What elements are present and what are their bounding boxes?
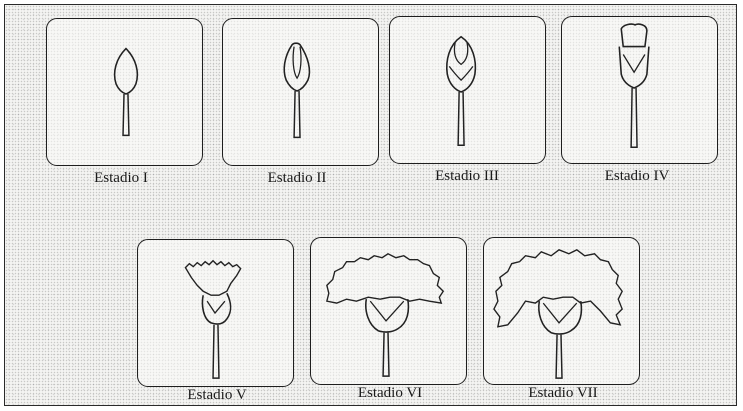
stage-4-panel bbox=[561, 16, 718, 164]
stage-3-bud-drawing bbox=[390, 17, 545, 163]
stage-7-label: Estadio VII bbox=[528, 385, 597, 402]
stage-2-bud-drawing bbox=[223, 19, 378, 165]
stage-4-label: Estadio IV bbox=[605, 168, 670, 185]
stage-6-flower-drawing bbox=[311, 238, 466, 384]
stage-5-flower-drawing bbox=[138, 240, 293, 386]
stage-5-panel bbox=[137, 239, 294, 387]
stage-7-flower-drawing bbox=[484, 238, 639, 384]
figure-frame: Estadio I Estadio II Estadio III Estadio… bbox=[4, 4, 737, 406]
stage-4-bud-drawing bbox=[562, 17, 717, 163]
stage-7-panel bbox=[483, 237, 640, 385]
stage-2-label: Estadio II bbox=[268, 170, 327, 187]
stage-3-panel bbox=[389, 16, 546, 164]
stage-3-label: Estadio III bbox=[435, 168, 499, 185]
stage-1-panel bbox=[46, 18, 203, 166]
stage-2-panel bbox=[222, 18, 379, 166]
stage-6-label: Estadio VI bbox=[358, 385, 422, 402]
stage-1-bud-drawing bbox=[47, 19, 202, 165]
stage-5-label: Estadio V bbox=[187, 387, 246, 404]
stage-1-label: Estadio I bbox=[94, 170, 148, 187]
stage-6-panel bbox=[310, 237, 467, 385]
